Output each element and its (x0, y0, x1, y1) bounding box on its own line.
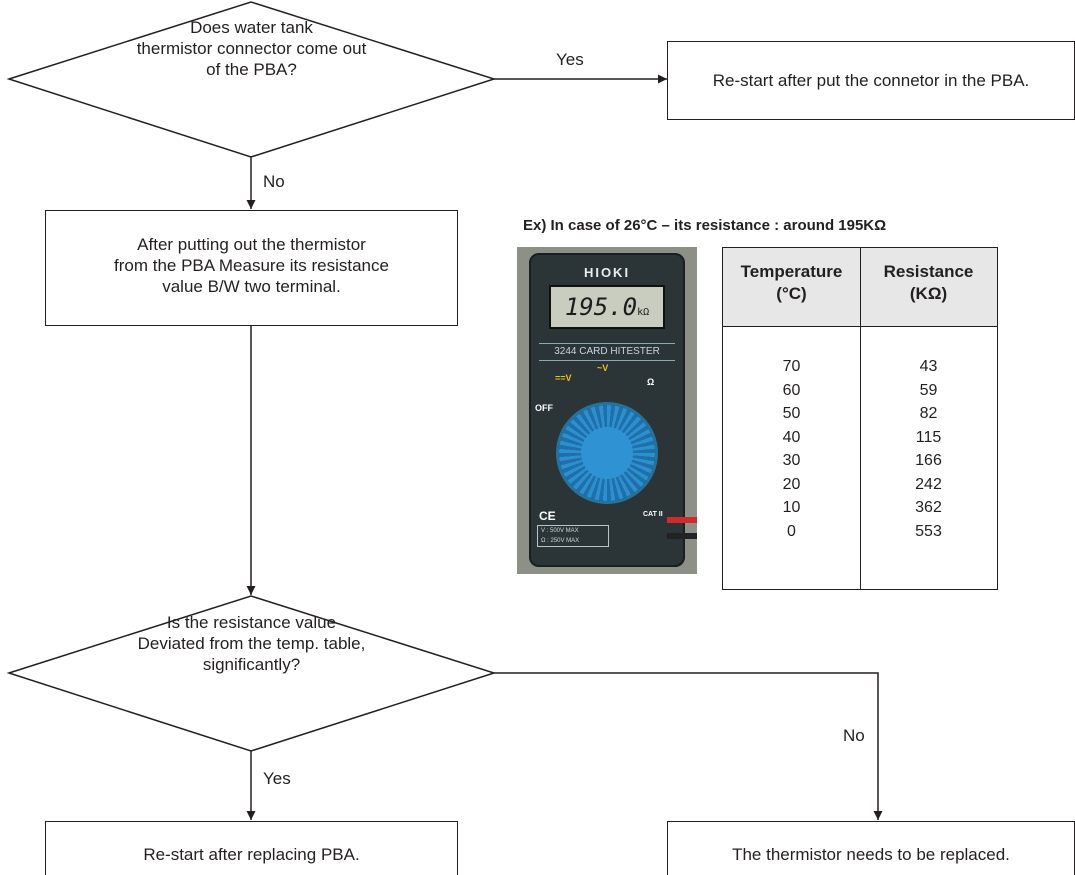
resistance-cell: 553 (915, 522, 942, 540)
resistance-cell: 362 (915, 499, 942, 516)
temp-cell: 50 (782, 405, 801, 422)
resistance-cell: 242 (915, 475, 942, 493)
temp-cell: 70 (782, 358, 801, 375)
multimeter-display: 195.0kΩ (549, 285, 665, 329)
measure-step-text: After putting out the thermistor from th… (114, 235, 389, 296)
temperature-column: 70 60 50 40 30 20 10 0 (723, 355, 860, 543)
table-column-divider (860, 248, 861, 589)
no-label-2: No (843, 726, 865, 745)
action-reconnect-box: Re-start after put the connetor in the P… (667, 41, 1075, 120)
multimeter-body: HIOKI 195.0kΩ 3244 CARD HITESTER OFF ==V… (529, 253, 685, 567)
temp-cell: 0 (787, 522, 796, 540)
rating-plate: V : 500V MAX Ω : 250V MAX (537, 525, 609, 547)
multimeter-brand: HIOKI (583, 265, 631, 280)
arrow-no-2 (494, 672, 883, 820)
replace-pba-box: Re-start after replacing PBA. (45, 821, 458, 875)
rotary-dial (559, 405, 655, 501)
temp-cell: 20 (782, 475, 801, 493)
replace-pba-text: Re-start after replacing PBA. (143, 845, 360, 864)
multimeter-reading: 195.0 (564, 293, 638, 321)
resistance-cell: 166 (915, 452, 942, 469)
yes-label-1: Yes (556, 50, 584, 69)
resistance-table: Temperature (°C) Resistance (KΩ) 70 60 5… (722, 247, 998, 590)
temp-cell: 60 (782, 381, 801, 399)
multimeter-model: 3244 CARD HITESTER (539, 343, 675, 361)
replace-thermistor-text: The thermistor needs to be replaced. (732, 845, 1010, 864)
resistance-column: 43 59 82 115 166 242 362 553 (860, 355, 997, 543)
example-note: Ex) In case of 26°C – its resistance : a… (523, 217, 887, 234)
replace-thermistor-box: The thermistor needs to be replaced. (667, 821, 1075, 875)
decision-resistance-text: Is the resistance value Deviated from th… (137, 613, 366, 674)
measure-step-box: After putting out the thermistor from th… (45, 210, 458, 326)
multimeter-unit: kΩ (637, 307, 650, 318)
red-test-lead (667, 517, 697, 523)
ce-mark: CE (539, 509, 556, 523)
black-test-lead (667, 533, 697, 539)
resistance-cell: 82 (919, 405, 938, 422)
mark-ohm: Ω (647, 377, 655, 387)
header-temperature: Temperature (°C) (740, 262, 843, 303)
action-reconnect-text: Re-start after put the connetor in the P… (712, 71, 1030, 90)
mark-acv: ~V (597, 363, 609, 373)
mark-dcv: ==V (555, 373, 572, 383)
rating-v: V : 500V MAX (541, 528, 579, 534)
no-label-1: No (263, 172, 285, 191)
yes-label-2: Yes (263, 769, 291, 788)
resistance-cell: 59 (919, 381, 938, 399)
temp-cell: 10 (782, 499, 801, 516)
temp-cell: 40 (782, 428, 801, 446)
decision-connector-text: Does water tank thermistor connector com… (136, 18, 367, 79)
mark-off: OFF (535, 403, 553, 413)
rating-ohm: Ω : 250V MAX (541, 538, 580, 544)
multimeter-image: HIOKI 195.0kΩ 3244 CARD HITESTER OFF ==V… (517, 247, 697, 574)
temp-cell: 30 (782, 452, 801, 469)
header-resistance: Resistance (KΩ) (883, 262, 974, 303)
cat-mark: CAT II (643, 511, 663, 518)
rotary-dial-center (581, 427, 633, 479)
resistance-cell: 43 (919, 358, 938, 375)
resistance-cell: 115 (915, 428, 942, 446)
